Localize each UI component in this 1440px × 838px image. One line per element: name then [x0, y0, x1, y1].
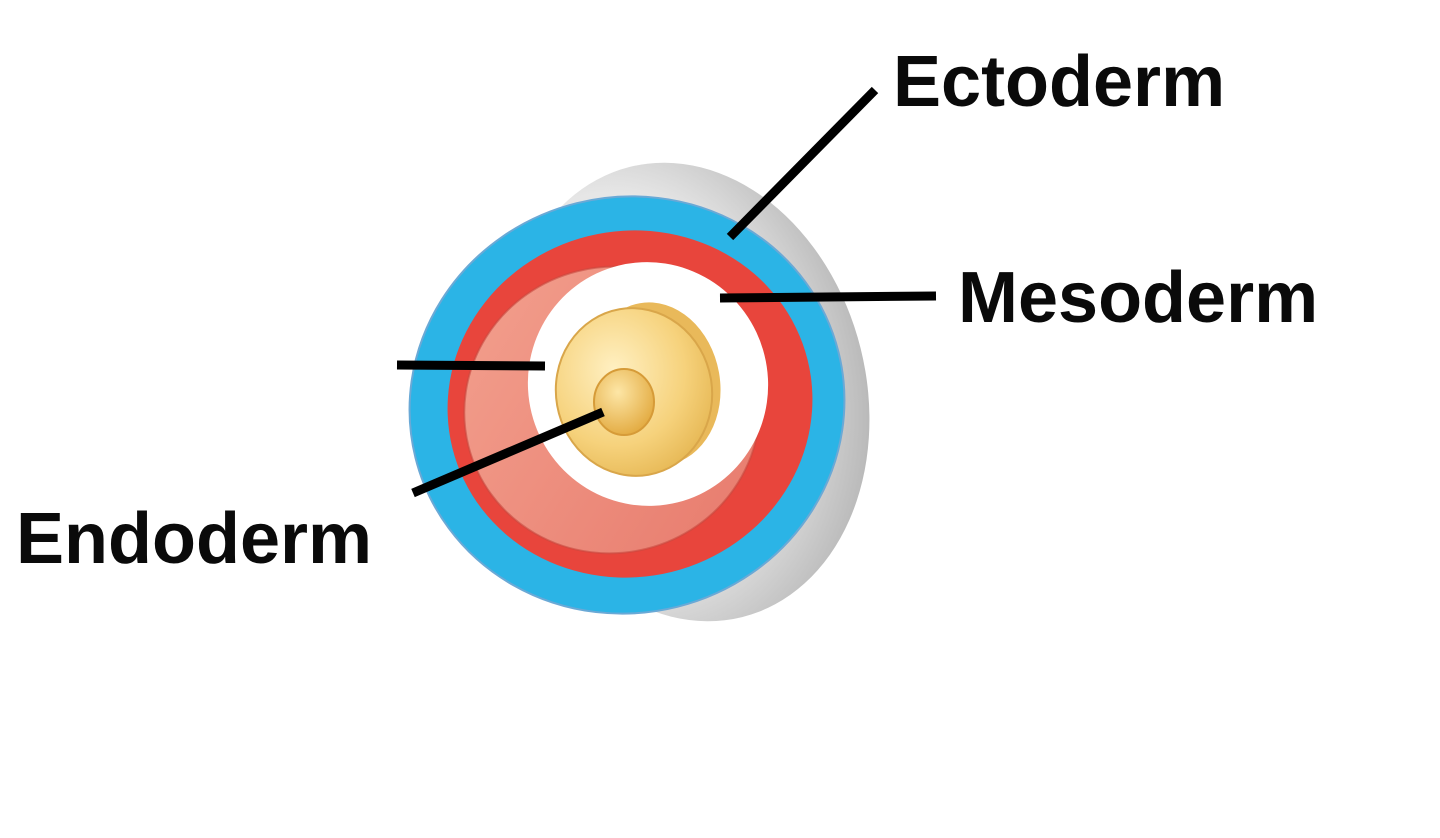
ectoderm-label: Ectoderm [893, 42, 1226, 122]
mesoderm-label: Mesoderm [958, 258, 1319, 338]
endoderm-layer [554, 302, 721, 477]
leader-lines [396, 86, 937, 498]
unlabeled-leader-line [396, 360, 546, 371]
endoderm-leader-line [411, 407, 605, 498]
ectoderm-leader-line [726, 86, 879, 241]
endoderm-label: Endoderm [16, 499, 373, 579]
mesoderm-leader-line [719, 291, 937, 303]
